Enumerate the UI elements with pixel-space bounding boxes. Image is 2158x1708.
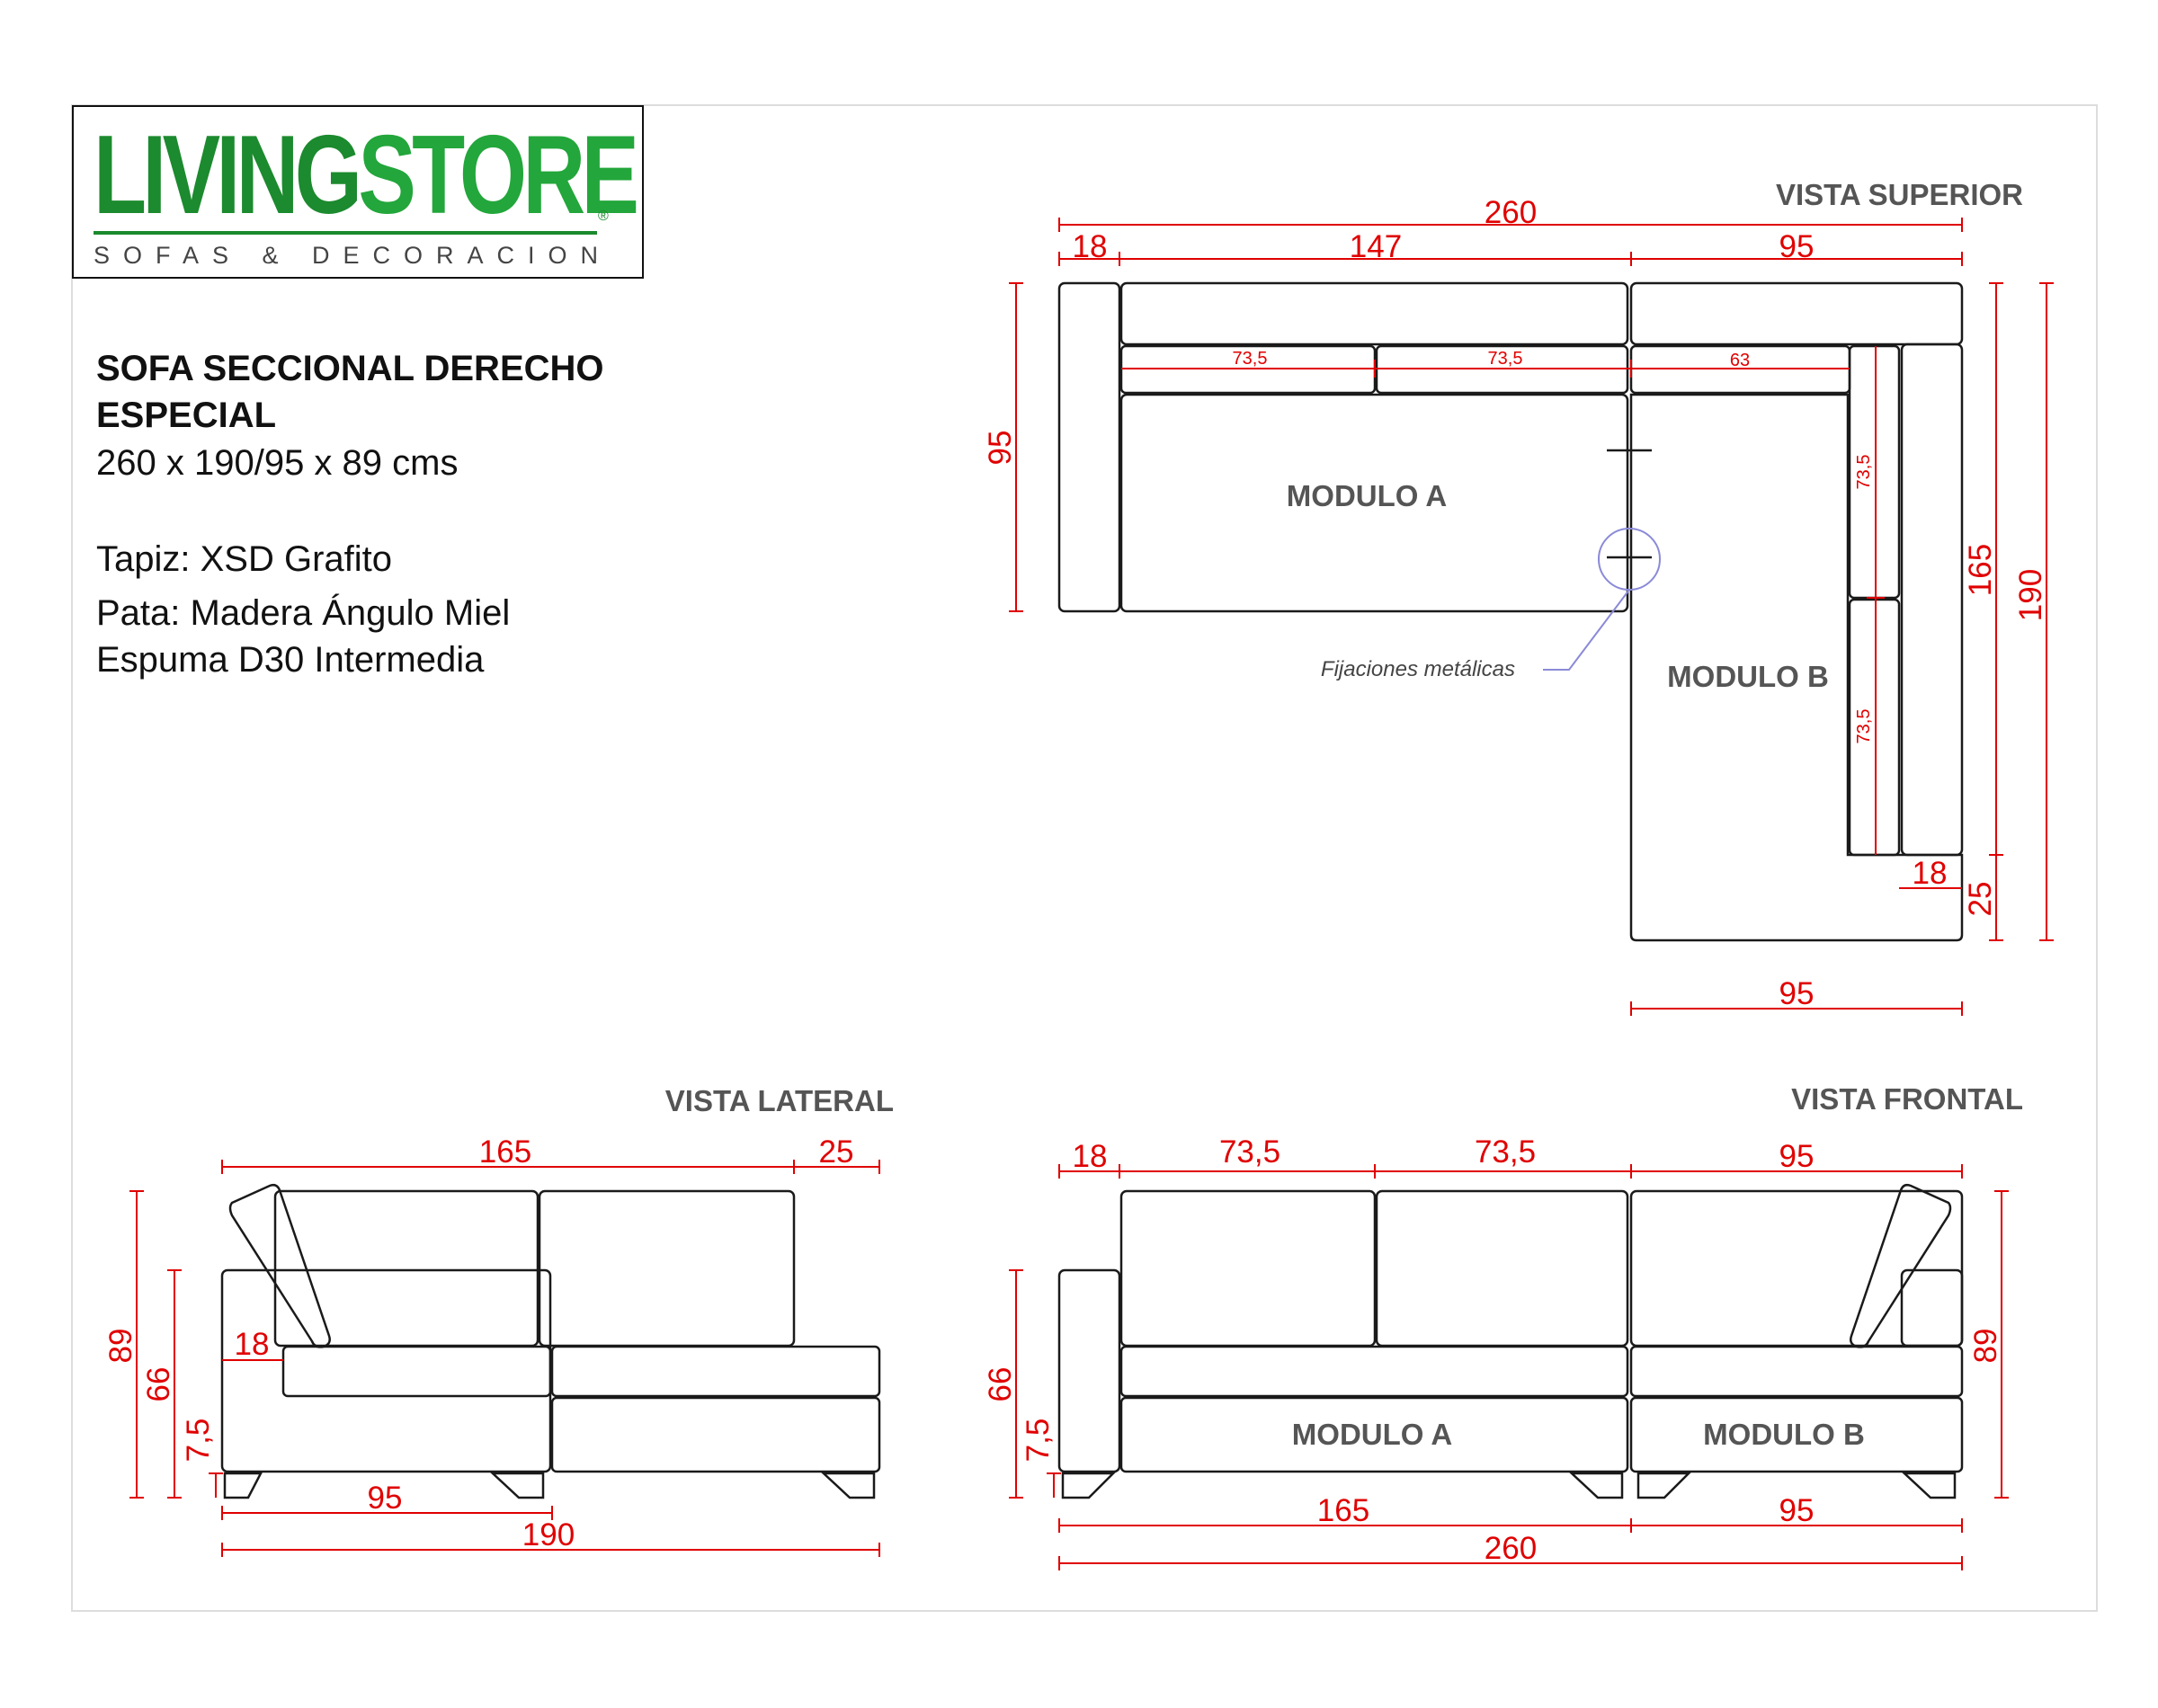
front-back-a1 <box>1119 1189 1377 1348</box>
lat-dimension-texts: 165 25 89 66 7,5 18 95 190 <box>103 1134 853 1552</box>
top-back-b <box>1629 281 1964 346</box>
top-dimension-lines <box>1009 218 2054 1016</box>
top-module-b-label: MODULO B <box>1667 660 1829 693</box>
logo-registered-mark: ® <box>598 209 609 224</box>
top-seat-a <box>1119 393 1629 613</box>
dim-lat-66: 66 <box>141 1367 176 1402</box>
top-seat-b <box>1629 393 1964 942</box>
dim-front-95-bottom: 95 <box>1779 1493 1815 1528</box>
fixing-circle <box>1598 528 1661 591</box>
product-espuma: Espuma D30 Intermedia <box>96 640 485 680</box>
dim-front-66: 66 <box>983 1367 1018 1402</box>
dim-front-7-5: 7,5 <box>1021 1419 1056 1463</box>
lat-base <box>550 1396 881 1473</box>
dim-back-a2: 73,5 <box>1488 349 1523 369</box>
top-side-back <box>1900 342 1964 857</box>
front-arm-right <box>1900 1268 1964 1348</box>
product-pata: Pata: Madera Ángulo Miel <box>96 593 511 633</box>
logo-word-store: STORE <box>358 113 639 237</box>
logo-word-living: LIVING <box>94 113 362 237</box>
front-seat-a <box>1119 1345 1629 1398</box>
lat-seat-cushion2 <box>550 1345 881 1398</box>
dim-top-147: 147 <box>1350 229 1402 264</box>
front-dimension-texts: 18 73,5 73,5 95 66 7,5 89 165 95 260 <box>983 1134 2003 1566</box>
dim-front-73-5-a: 73,5 <box>1219 1134 1280 1170</box>
dim-front-18: 18 <box>1073 1139 1108 1174</box>
product-title-line1: SOFA SECCIONAL DERECHO <box>96 349 604 388</box>
lat-back-cushion1 <box>273 1189 540 1348</box>
top-back-a <box>1119 281 1629 346</box>
lat-back-rest <box>228 1183 331 1348</box>
dim-back-b: 63 <box>1730 351 1750 370</box>
dim-back-a1: 73,5 <box>1233 349 1268 369</box>
dim-front-89: 89 <box>1968 1329 2003 1364</box>
logo-wordmark: LIVINGSTORE <box>94 112 639 238</box>
dim-front-95-top: 95 <box>1779 1139 1815 1174</box>
dim-lat-7-5: 7,5 <box>181 1419 216 1463</box>
front-dimension-lines <box>1009 1164 2009 1570</box>
front-module-b-label: MODULO B <box>1703 1418 1865 1451</box>
front-base-b <box>1629 1396 1964 1473</box>
product-size: 260 x 190/95 x 89 cms <box>96 443 459 483</box>
dim-lat-18: 18 <box>235 1327 270 1362</box>
brand-logo: LIVINGSTORE ® SOFAS & DECORACION <box>72 105 644 279</box>
product-tapiz: Tapiz: XSD Grafito <box>96 539 393 579</box>
vista-superior <box>1057 281 1964 942</box>
dim-front-260: 260 <box>1485 1531 1537 1566</box>
dim-lat-25: 25 <box>819 1134 854 1170</box>
front-base-a <box>1119 1396 1629 1473</box>
front-leg4 <box>1901 1472 1957 1499</box>
dim-depth-b: 165 <box>1963 544 1998 596</box>
vista-lateral <box>220 1183 881 1499</box>
lat-seat-cushion1 <box>281 1345 552 1398</box>
lat-leg3 <box>820 1472 876 1499</box>
dim-total-depth: 190 <box>2013 569 2048 621</box>
dim-bottom-95: 95 <box>1779 976 1815 1011</box>
logo-tagline: SOFAS & DECORACION <box>94 242 612 269</box>
top-dimension-texts: 260 18 147 95 73,5 73,5 63 73,5 73,5 95 … <box>983 195 2048 1011</box>
dim-top-95: 95 <box>1779 229 1815 264</box>
dim-lat-190: 190 <box>522 1517 575 1552</box>
fixing-note: Fijaciones metálicas <box>1321 657 1515 681</box>
front-module-a-label: MODULO A <box>1292 1418 1452 1451</box>
front-back-b <box>1629 1189 1964 1348</box>
front-arm-left <box>1057 1268 1121 1473</box>
fixing-leader <box>1543 589 1630 671</box>
dim-lat-95: 95 <box>368 1481 403 1516</box>
front-leg1 <box>1061 1472 1117 1499</box>
lat-dimension-lines <box>129 1160 880 1557</box>
page-frame <box>71 104 2098 1612</box>
lat-back-cushion2 <box>538 1189 796 1348</box>
lat-arm <box>220 1268 552 1473</box>
vista-frontal-title: VISTA FRONTAL <box>1791 1082 2023 1116</box>
dim-top-18: 18 <box>1073 229 1108 264</box>
lat-leg1 <box>223 1472 263 1499</box>
vista-lateral-title: VISTA LATERAL <box>665 1084 894 1117</box>
vista-frontal <box>1057 1183 1964 1499</box>
dim-side-back1: 73,5 <box>1854 455 1874 490</box>
lat-leg2 <box>489 1472 545 1499</box>
front-seat-b <box>1629 1345 1964 1398</box>
vista-superior-title: VISTA SUPERIOR <box>1776 178 2023 211</box>
dim-arm-b: 18 <box>1913 856 1948 891</box>
front-leg2 <box>1568 1472 1624 1499</box>
top-module-a-label: MODULO A <box>1287 479 1447 512</box>
logo-underline <box>94 231 597 235</box>
dim-side-back2: 73,5 <box>1854 709 1874 744</box>
front-back-rest <box>1850 1183 1952 1348</box>
dim-lat-165: 165 <box>479 1134 531 1170</box>
product-title-line2: ESPECIAL <box>96 396 277 435</box>
dim-front-73-5-b: 73,5 <box>1475 1134 1536 1170</box>
dim-arm-b-depth: 25 <box>1963 882 1998 917</box>
front-leg3 <box>1636 1472 1692 1499</box>
dim-lat-89: 89 <box>103 1329 138 1364</box>
dim-depth-a: 95 <box>983 431 1018 466</box>
dim-top-260: 260 <box>1485 195 1537 230</box>
top-arm-left <box>1057 281 1121 613</box>
dim-front-165: 165 <box>1317 1493 1369 1528</box>
front-back-a2 <box>1375 1189 1629 1348</box>
